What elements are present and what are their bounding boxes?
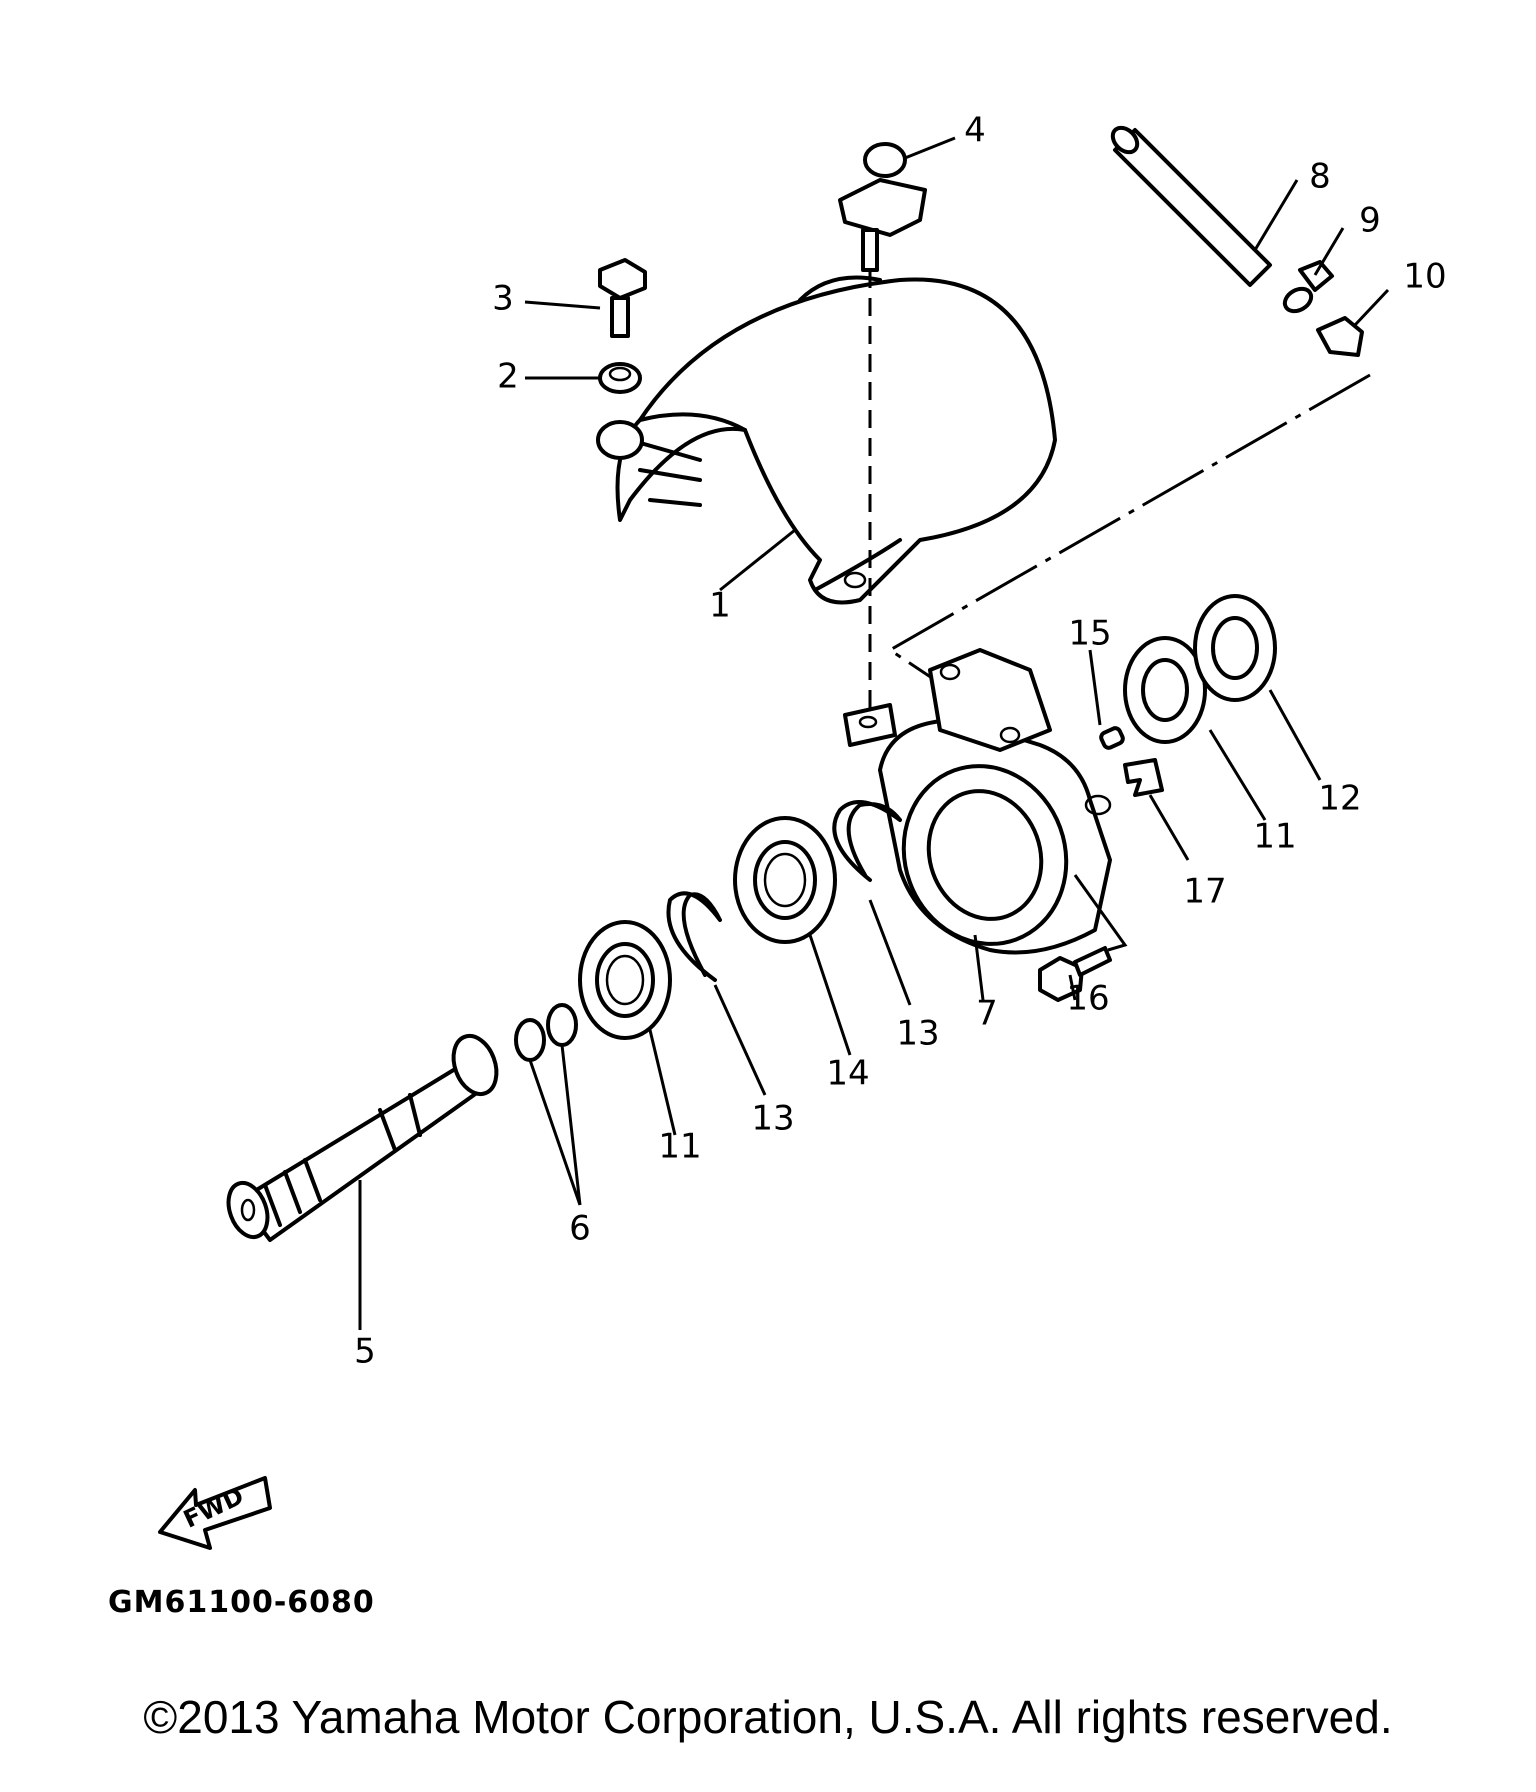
part-13-ring-upper	[832, 800, 902, 882]
callout-13-lower: 13	[751, 1099, 794, 1139]
callout-2: 2	[497, 357, 519, 397]
part-13-ring-lower	[666, 891, 722, 982]
leader-lines	[358, 136, 1390, 1330]
callout-5: 5	[354, 1332, 376, 1372]
part-5-shaft	[226, 1033, 499, 1242]
part-7-housing	[843, 648, 1112, 955]
part-4-clamp	[838, 142, 927, 272]
copyright-notice: ©2013 Yamaha Motor Corporation, U.S.A. A…	[143, 1691, 1393, 1743]
callout-3: 3	[492, 279, 514, 319]
callout-17: 17	[1183, 872, 1226, 912]
callout-9: 9	[1359, 201, 1381, 241]
callout-10: 10	[1403, 257, 1446, 297]
callout-1: 1	[709, 586, 731, 626]
part-17-plate	[1123, 758, 1164, 797]
part-3-bolt	[598, 258, 647, 338]
callout-11-lower: 11	[658, 1127, 701, 1167]
callout-13-upper: 13	[896, 1014, 939, 1054]
callout-4: 4	[964, 111, 986, 151]
callout-14: 14	[826, 1054, 869, 1094]
part-11-bearing-lower	[578, 920, 672, 1040]
callout-12: 12	[1318, 779, 1361, 819]
part-1-cover	[596, 275, 1057, 605]
fwd-arrow-icon: FWD	[158, 1476, 272, 1550]
part-14-bearing	[733, 816, 837, 944]
callout-15: 15	[1068, 614, 1111, 654]
part-2-collar	[598, 362, 642, 394]
callout-7: 7	[976, 994, 998, 1034]
callout-11-upper: 11	[1253, 817, 1296, 857]
part-8-rod	[1110, 125, 1272, 287]
callout-16: 16	[1066, 979, 1109, 1019]
callout-6: 6	[569, 1209, 591, 1249]
part-15-pin	[1099, 726, 1125, 750]
part-6-o-rings	[514, 1003, 578, 1062]
part-10-fitting	[1316, 316, 1364, 357]
callout-8: 8	[1309, 157, 1331, 197]
part-11-bearing-upper	[1123, 636, 1207, 744]
part-9-clip	[1282, 260, 1334, 314]
diagram-code: GM61100-6080	[108, 1585, 375, 1620]
part-12-bearing	[1193, 594, 1277, 702]
